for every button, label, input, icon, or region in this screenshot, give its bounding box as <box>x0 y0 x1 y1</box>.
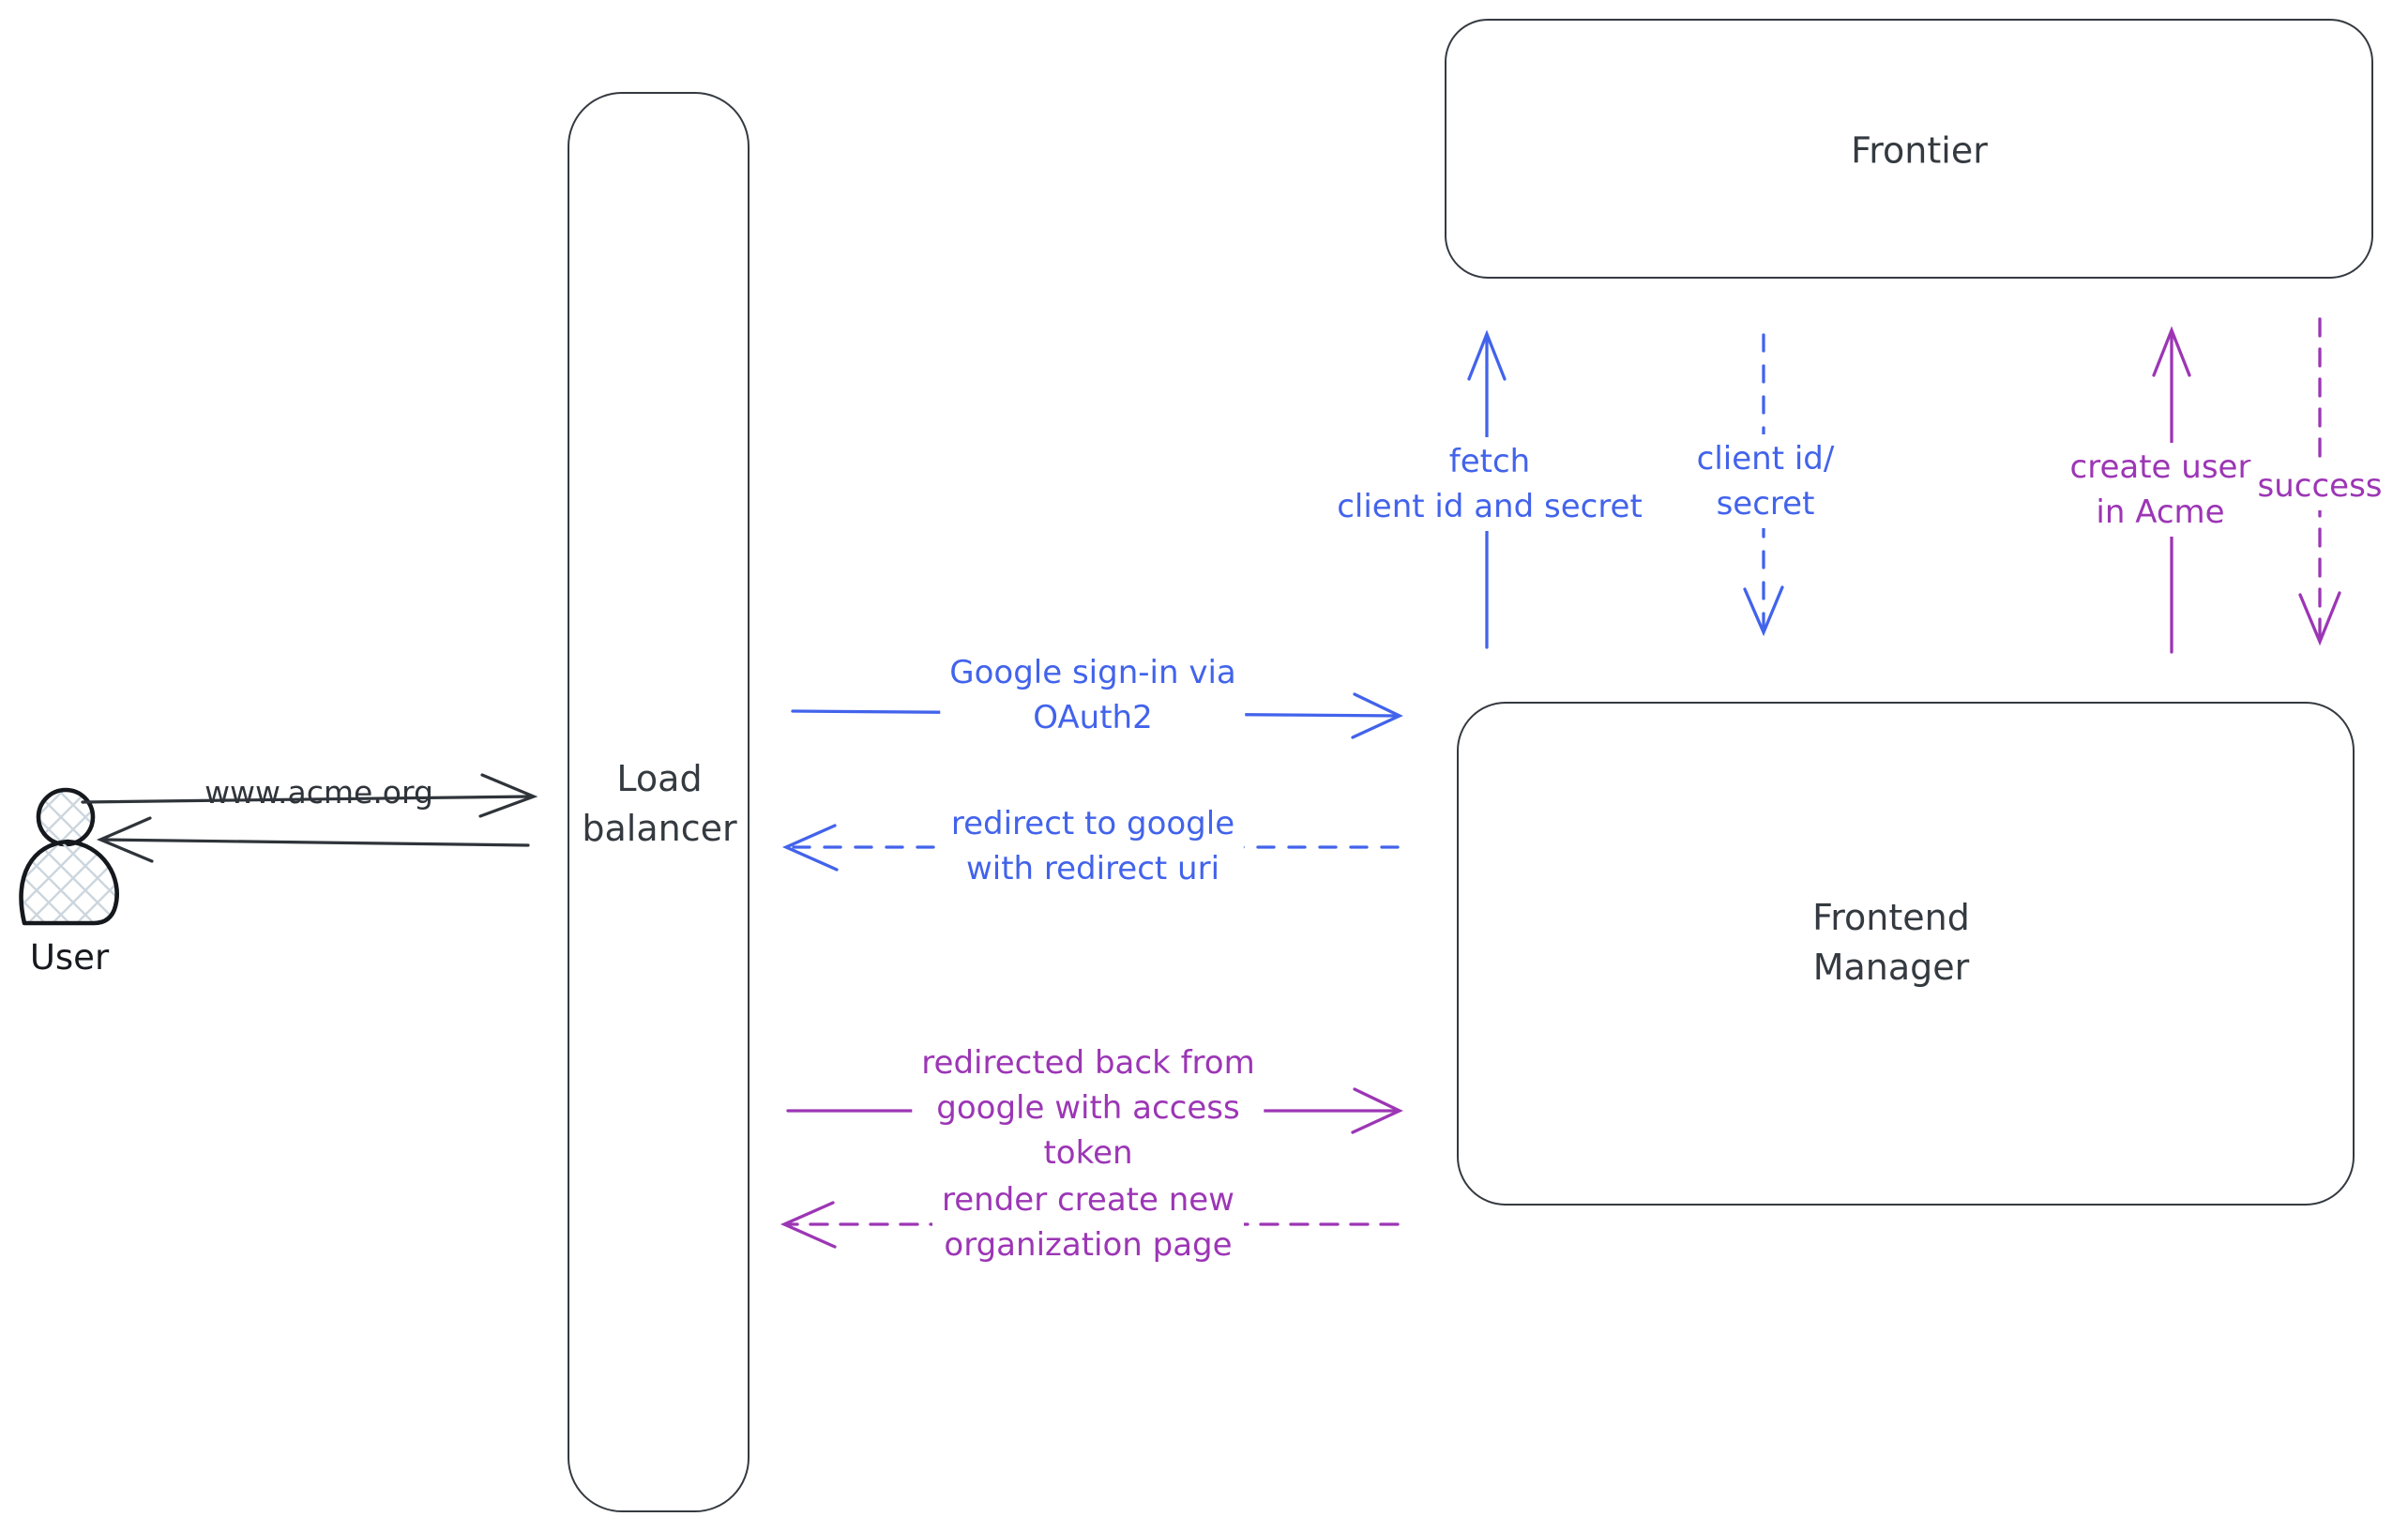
user-body <box>19 839 119 926</box>
client-id-secret-arrow <box>1743 333 1784 637</box>
load-balancer-label-line2: balancer <box>582 808 737 849</box>
create-user-label-line2: in Acme <box>2096 493 2225 531</box>
frontier-label: Frontier <box>1851 129 1988 172</box>
google-signin-arrowhead <box>1351 692 1403 739</box>
redirect-google-arrow <box>781 824 1400 872</box>
www-response-arrow <box>96 816 530 863</box>
success-arrowhead <box>2298 591 2341 646</box>
redirected-back-label: redirected back from google with access … <box>912 1039 1265 1177</box>
create-user-label: create user in Acme <box>2060 443 2261 537</box>
google-signin-label-line1: Google sign-in via <box>949 654 1236 691</box>
render-org-page-label: render create new organization page <box>932 1176 1244 1269</box>
redirect-google-arrowhead <box>781 824 839 872</box>
www-request-arrowhead <box>478 773 538 818</box>
redirected-back-arrowhead <box>1351 1087 1403 1134</box>
client-id-secret-arrowhead <box>1743 585 1784 637</box>
fetch-client-secret-arrowhead <box>1467 329 1507 381</box>
redirected-back-label-line1: redirected back from <box>921 1044 1255 1082</box>
www-response-arrowhead <box>96 816 154 863</box>
render-org-page-label-line2: organization page <box>944 1226 1233 1264</box>
redirect-google-label: redirect to google with redirect uri <box>941 799 1245 893</box>
user-actor-icon <box>19 787 119 926</box>
fetch-client-secret-label: fetch client id and secret <box>1327 437 1652 531</box>
load-balancer-node <box>568 92 750 1512</box>
client-id-secret-label-line1: client id/ <box>1696 440 1835 478</box>
redirect-google-label-line2: with redirect uri <box>965 850 1220 887</box>
redirected-back-label-line2: google with access <box>936 1089 1240 1127</box>
frontend-manager-label-line2: Manager <box>1812 947 1970 988</box>
frontend-manager-label: Frontend Manager <box>1812 893 1970 993</box>
create-user-label-line1: create user <box>2069 448 2251 486</box>
load-balancer-label-line1: Load <box>616 758 703 799</box>
fetch-client-secret-label-line2: client id and secret <box>1337 488 1643 525</box>
render-org-page-label-line1: render create new <box>942 1181 1234 1219</box>
user-actor-label: User <box>29 937 110 978</box>
redirected-back-label-line3: token <box>1043 1134 1133 1172</box>
google-signin-label-line2: OAuth2 <box>1033 699 1153 736</box>
user-head <box>36 787 96 847</box>
frontend-manager-label-line1: Frontend <box>1812 897 1970 938</box>
create-user-arrowhead <box>2152 326 2191 377</box>
www-request-line <box>81 795 533 804</box>
load-balancer-label: Load balancer <box>582 754 736 854</box>
www-response-line <box>101 838 530 847</box>
success-label: success <box>2248 462 2392 510</box>
fetch-client-secret-label-line1: fetch <box>1448 443 1531 480</box>
www-request-arrow <box>81 773 538 818</box>
frontier-node <box>1445 19 2373 279</box>
render-org-page-arrowhead <box>780 1201 837 1249</box>
www-request-label: www.acme.org <box>204 774 433 811</box>
google-signin-label: Google sign-in via OAuth2 <box>940 648 1246 742</box>
redirect-google-label-line1: redirect to google <box>950 805 1235 842</box>
client-id-secret-label: client id/ secret <box>1687 434 1844 528</box>
frontend-manager-node <box>1457 702 2355 1206</box>
client-id-secret-label-line2: secret <box>1716 485 1815 523</box>
